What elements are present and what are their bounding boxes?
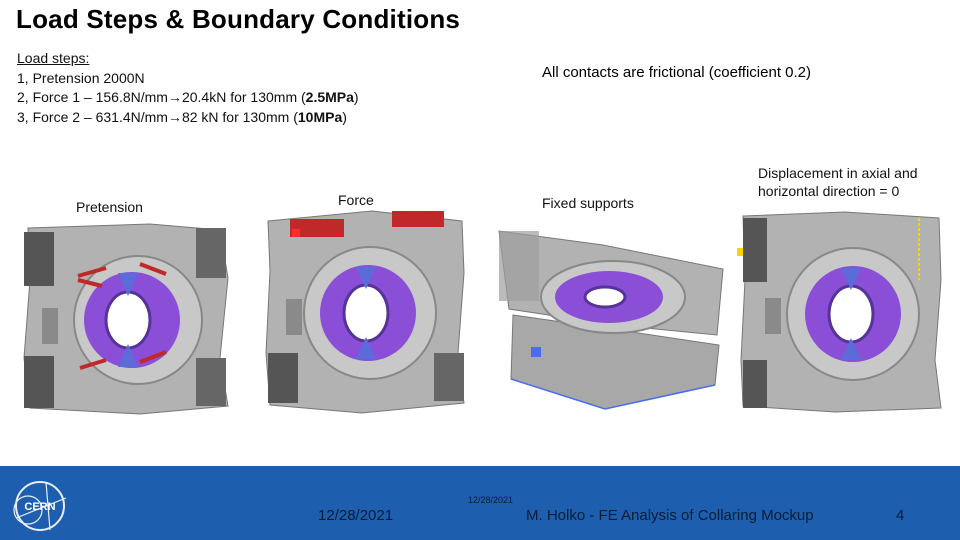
footer-date-small: 12/28/2021 [468,495,514,505]
slide-footer: CERN 12/28/2021 12/28/2021 M. Holko - FE… [0,466,960,540]
load-step-2-text: 2, Force 1 – 156.8N/mm→20.4kN for 130mm … [17,89,306,105]
cern-logo-text: CERN [24,501,55,513]
load-step-2-pressure: 2.5MPa [305,89,354,105]
force-figure [265,210,465,414]
load-step-1: 1, Pretension 2000N [17,69,145,86]
load-step-3-text: 3, Force 2 – 631.4N/mm→82 kN for 130mm ( [17,108,298,125]
fixed-supports-figure [498,230,724,410]
caption-force: Force [338,192,374,208]
caption-pretension: Pretension [76,199,143,215]
load-step-3-pressure: 10MPa [297,108,343,125]
caption-fixed-supports: Fixed supports [542,195,634,211]
contacts-note: All contacts are frictional (coefficient… [542,64,812,81]
load-step-2: 2, Force 1 – 156.8N/mm→20.4kN for 130mm … [17,88,359,108]
cern-logo-icon: CERN [13,481,67,531]
displacement-figure [737,211,942,413]
slide-title: Load Steps & Boundary Conditions [16,4,461,34]
footer-date: 12/28/2021 [318,507,394,524]
footer-presentation-title: M. Holko - FE Analysis of Collaring Mock… [526,507,814,524]
load-step-3-close: ) [342,108,347,125]
load-steps-list: Load steps: 1, Pretension 2000N 2, Force… [17,49,359,127]
load-steps-heading: Load steps: [17,50,90,66]
caption-displacement: Displacement in axial and horizontal dir… [758,165,918,199]
load-step-2-close: ) [353,89,359,105]
pretension-figure [23,223,229,415]
load-step-3: 3, Force 2 – 631.4N/mm→82 kN for 130mm (… [17,108,359,128]
page-number: 4 [896,507,905,524]
